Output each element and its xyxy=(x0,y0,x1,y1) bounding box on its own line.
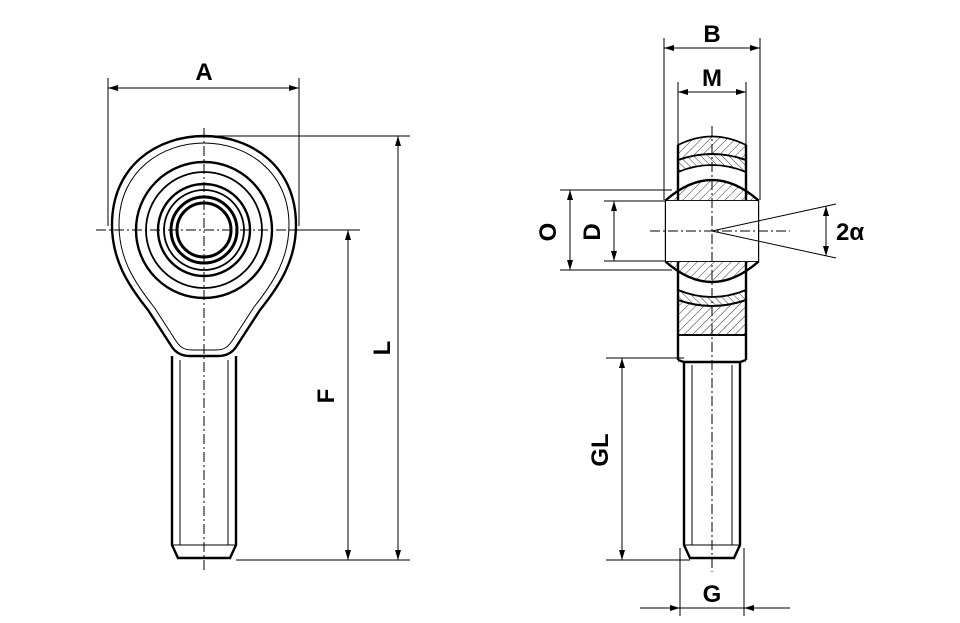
section-view xyxy=(650,126,790,572)
head-inner-outline xyxy=(118,142,290,351)
dimension-A: A xyxy=(107,59,300,226)
dimension-O: O xyxy=(535,189,672,271)
dimension-M: M xyxy=(677,65,747,145)
label-M: M xyxy=(702,65,722,92)
head-outline xyxy=(110,134,298,358)
label-B: B xyxy=(703,21,720,48)
dimension-B: B xyxy=(663,21,761,200)
label-O: O xyxy=(535,223,562,242)
label-F: F xyxy=(313,389,340,404)
label-L: L xyxy=(369,341,396,356)
dimension-G: G xyxy=(640,548,790,616)
dimension-F: F xyxy=(290,229,360,560)
dimension-D: D xyxy=(579,200,666,262)
shank-outline xyxy=(170,356,238,560)
label-A: A xyxy=(195,59,212,86)
label-GL: GL xyxy=(587,433,614,466)
dimension-GL: GL xyxy=(587,357,690,561)
label-angle: 2α xyxy=(836,219,864,246)
dimension-angle: 2α xyxy=(711,203,864,259)
front-view xyxy=(96,128,310,570)
label-G: G xyxy=(703,581,722,608)
label-D: D xyxy=(579,223,606,240)
dimension-L: L xyxy=(210,135,410,561)
